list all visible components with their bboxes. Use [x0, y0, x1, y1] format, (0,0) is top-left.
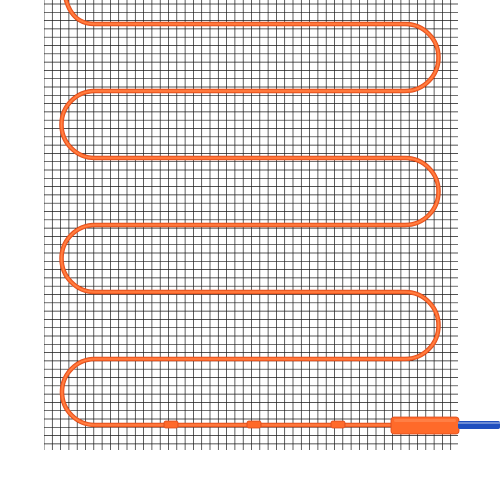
power-lead-highlight [458, 422, 500, 424]
cable-clip [246, 420, 262, 429]
heating-cable-shadow [59, 0, 441, 428]
cable-clip [163, 420, 179, 429]
cold-tail-connector [390, 416, 460, 435]
cable-clip [330, 420, 346, 429]
heating-cable-highlight [61, 0, 439, 426]
connector-highlight [394, 419, 456, 422]
power-lead-cable [458, 421, 500, 429]
cable-clips [163, 420, 346, 429]
heating-cable [59, 0, 441, 428]
